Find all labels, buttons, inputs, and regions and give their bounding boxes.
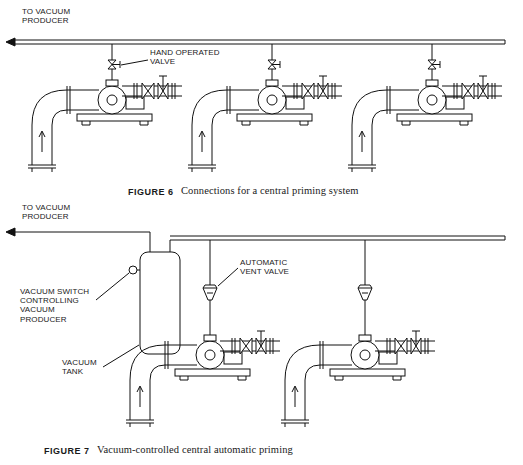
pipe-label: TO VACUUM PRODUCER xyxy=(22,203,78,221)
vent-valve-label: AUTOMATIC VENT VALVE xyxy=(240,258,298,276)
valve-label: HAND OPERATED VALVE xyxy=(150,48,226,66)
switch-label: VACUUM SWITCH CONTROLLING VACUUM PRODUCE… xyxy=(20,287,95,324)
pipe-label: TO VACUUM PRODUCER xyxy=(22,7,78,25)
figure-number: FIGURE 7 xyxy=(44,446,90,456)
figure-caption: Connections for a central priming system xyxy=(181,185,359,197)
figure-caption: Vacuum-controlled central automatic prim… xyxy=(97,444,293,456)
figure-number: FIGURE 6 xyxy=(128,187,174,197)
tank-label: VACUUM TANK xyxy=(62,358,102,376)
